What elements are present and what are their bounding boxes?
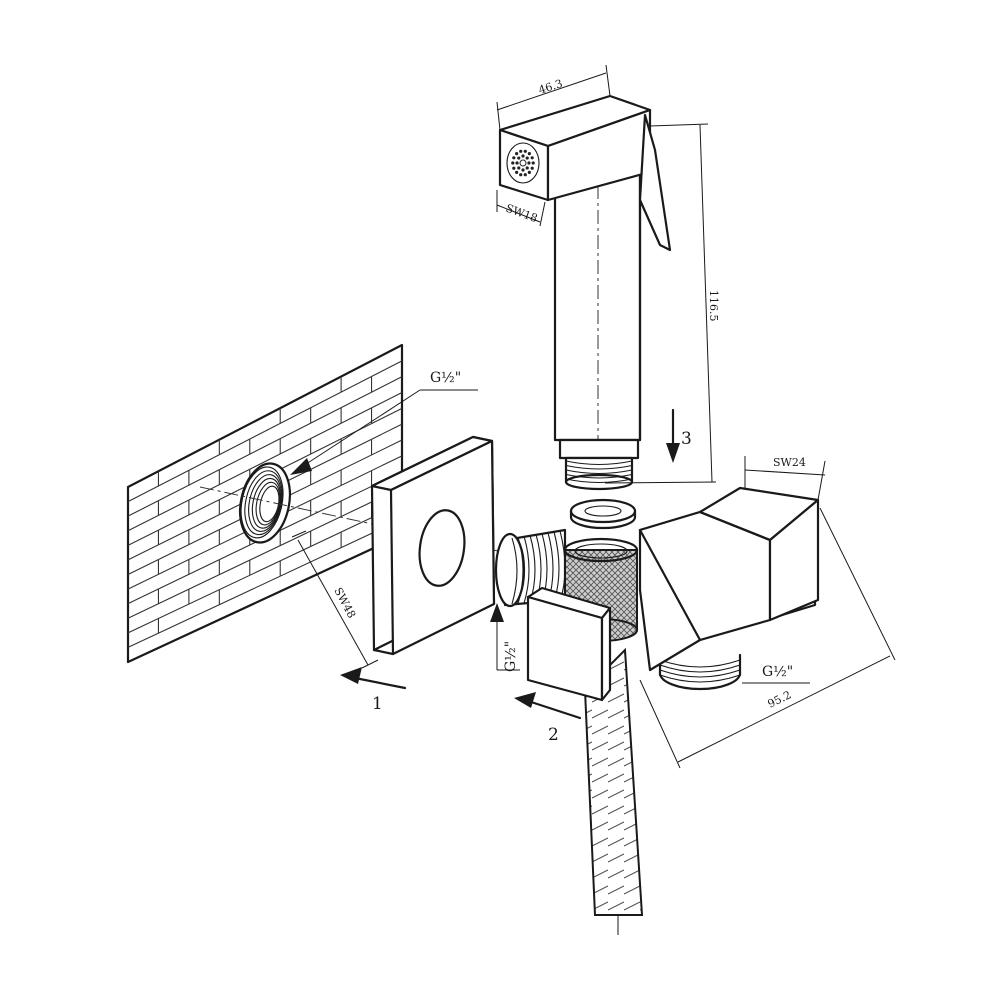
sprayer-length-dimension [604,123,717,484]
sprayer-length-label: 116.5 [707,290,720,322]
sprayer-thread [564,456,634,491]
square-flange [370,435,496,656]
valve-inlet-thread-label: G½" [503,641,519,672]
nozzle-sw-label: SW18 [504,202,539,225]
valve-sw-label: SW24 [773,456,806,469]
hand-sprayer [498,94,672,491]
flexible-hose [583,647,644,935]
nozzle-sw-dimension [496,190,546,227]
step-1-label: 1 [372,694,383,714]
valve-sw-dimension [744,456,826,501]
step-3-arrow [666,408,680,463]
step-1-arrow [340,667,407,690]
head-width-dimension [496,64,611,131]
nozzle-spray-holes [511,149,535,177]
wall-thread-label: G½" [430,370,461,386]
head-width-label: 46.3 [537,77,564,97]
assembly-center-line [199,486,541,561]
wall-inlet-thread [238,462,292,544]
step-2-label: 2 [548,725,559,745]
step-3-label: 3 [681,429,692,449]
valve-inlet-label-arrow [490,603,520,671]
valve-outlet-thread [658,653,742,691]
valve-length-label: 95.2 [766,688,794,710]
sealing-washer [569,498,637,530]
sprayer-holder-bracket [526,586,612,702]
valve-length-dimension [639,507,896,769]
angle-valve [494,486,820,702]
valve-outlet-thread-label: G½" [762,664,793,680]
wall-inlet-label-arrow [290,389,478,475]
brick-wall [126,343,478,664]
step-2-arrow [514,692,582,720]
flange-sw-label: SW48 [331,585,358,620]
